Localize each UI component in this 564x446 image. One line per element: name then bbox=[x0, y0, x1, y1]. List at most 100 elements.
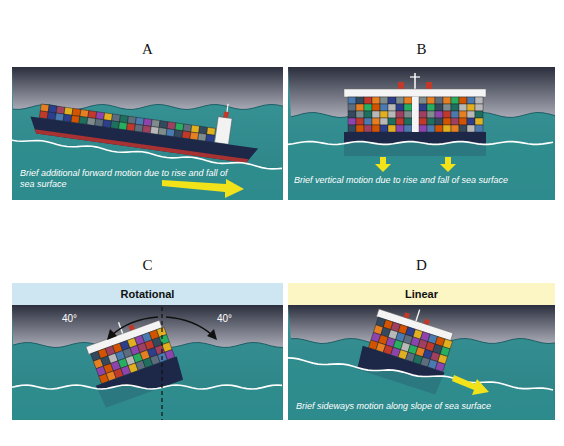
container bbox=[182, 131, 191, 139]
container bbox=[134, 124, 143, 132]
container bbox=[111, 121, 120, 129]
container bbox=[112, 114, 121, 122]
container bbox=[475, 111, 483, 118]
sea bbox=[288, 283, 555, 420]
container bbox=[380, 111, 388, 118]
container bbox=[356, 125, 364, 132]
container bbox=[475, 97, 483, 104]
motion-panel: BBrief vertical motion due to rise and f… bbox=[288, 67, 555, 200]
sky bbox=[288, 305, 555, 344]
container bbox=[206, 134, 215, 142]
ship-illustration bbox=[288, 283, 555, 420]
sea bbox=[288, 67, 555, 200]
container bbox=[380, 104, 388, 111]
container bbox=[427, 97, 435, 104]
container bbox=[72, 108, 81, 116]
roll-arc bbox=[112, 317, 158, 335]
container bbox=[158, 128, 167, 136]
sea bbox=[12, 283, 283, 420]
container bbox=[356, 104, 364, 111]
container bbox=[87, 118, 96, 126]
funnel bbox=[398, 82, 404, 89]
container bbox=[419, 111, 427, 118]
foreground-sea bbox=[288, 358, 555, 420]
container bbox=[467, 97, 475, 104]
container bbox=[126, 123, 135, 131]
container bbox=[103, 120, 112, 128]
container bbox=[467, 118, 475, 125]
angle-label: 40° bbox=[62, 313, 77, 325]
container bbox=[427, 111, 435, 118]
caption: Brief vertical motion due to rise and fa… bbox=[294, 175, 552, 186]
funnel bbox=[223, 111, 229, 118]
band-title: Linear bbox=[288, 287, 555, 301]
container bbox=[451, 111, 459, 118]
container bbox=[443, 97, 451, 104]
container bbox=[372, 125, 380, 132]
motion-panel: DLinearBrief sideways motion along slope… bbox=[288, 283, 555, 420]
container bbox=[475, 125, 483, 132]
container bbox=[404, 97, 412, 104]
container bbox=[459, 118, 467, 125]
container bbox=[356, 118, 364, 125]
funnel bbox=[424, 319, 430, 325]
arrowhead bbox=[207, 329, 217, 340]
container bbox=[427, 104, 435, 111]
motion-arrow bbox=[162, 179, 244, 198]
container bbox=[364, 104, 372, 111]
sky bbox=[12, 67, 283, 110]
container bbox=[388, 111, 396, 118]
roll-arc bbox=[166, 317, 212, 335]
container bbox=[459, 111, 467, 118]
container bbox=[348, 125, 356, 132]
container bbox=[71, 115, 80, 123]
container bbox=[88, 111, 97, 119]
container bbox=[451, 104, 459, 111]
foreground-sea bbox=[12, 140, 283, 200]
mast bbox=[416, 310, 420, 321]
container bbox=[396, 125, 404, 132]
container bbox=[96, 112, 105, 120]
container bbox=[198, 133, 207, 141]
ship-illustration bbox=[12, 283, 283, 420]
wave-crest bbox=[288, 142, 553, 145]
container bbox=[150, 126, 159, 134]
container bbox=[435, 125, 443, 132]
angle-label: 40° bbox=[217, 313, 232, 325]
container bbox=[104, 113, 113, 121]
container bbox=[364, 118, 372, 125]
container bbox=[80, 109, 89, 117]
container bbox=[372, 97, 380, 104]
motion-arrow bbox=[440, 157, 456, 172]
wave-crest bbox=[288, 358, 553, 390]
container bbox=[364, 111, 372, 118]
container bbox=[419, 97, 427, 104]
mast bbox=[414, 73, 416, 89]
container bbox=[364, 97, 372, 104]
funnel bbox=[128, 324, 134, 330]
container bbox=[364, 125, 372, 132]
container bbox=[459, 104, 467, 111]
container bbox=[120, 115, 129, 123]
container bbox=[143, 118, 152, 126]
motion-arrow bbox=[452, 375, 489, 395]
container bbox=[475, 104, 483, 111]
bridge-column bbox=[412, 97, 419, 132]
container bbox=[175, 123, 184, 131]
container bbox=[95, 119, 104, 127]
header-band bbox=[12, 283, 283, 305]
container bbox=[419, 104, 427, 111]
bridge bbox=[376, 309, 453, 341]
container bbox=[443, 118, 451, 125]
container bbox=[435, 111, 443, 118]
container bbox=[348, 104, 356, 111]
container bbox=[79, 116, 88, 124]
container bbox=[435, 97, 443, 104]
container bbox=[475, 118, 483, 125]
container bbox=[443, 104, 451, 111]
container bbox=[435, 118, 443, 125]
container bbox=[166, 129, 175, 137]
band-title: Rotational bbox=[12, 287, 283, 301]
mast bbox=[227, 104, 228, 112]
